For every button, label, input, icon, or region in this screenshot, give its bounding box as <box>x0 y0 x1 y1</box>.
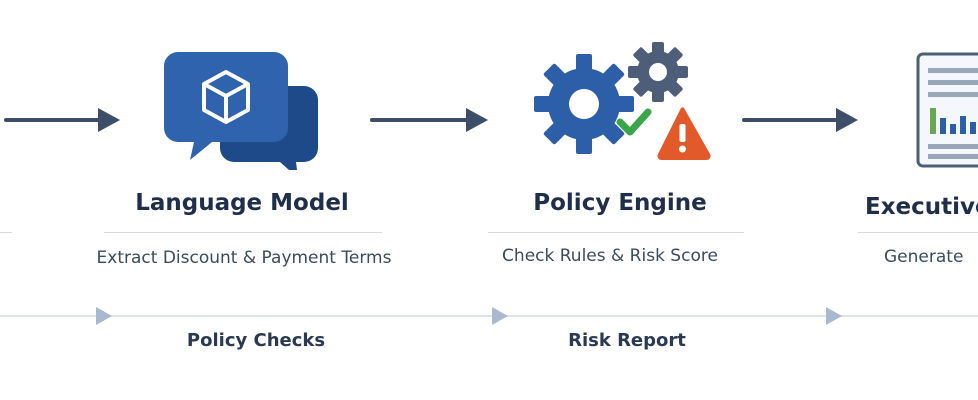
flow-label-policy-checks: Policy Checks <box>186 330 326 351</box>
divider <box>488 232 744 233</box>
flow-arrow-2 <box>370 107 488 133</box>
stage-subtitle-executive: Generate <box>884 247 964 267</box>
divider <box>858 232 978 233</box>
flow-marker <box>96 307 112 325</box>
gears-warning-icon <box>532 42 716 162</box>
divider <box>104 232 382 233</box>
bottom-flow-line <box>0 315 978 317</box>
flow-arrow-3 <box>742 107 858 133</box>
flow-marker <box>826 307 842 325</box>
stage-subtitle-policy-engine: Check Rules & Risk Score <box>502 246 718 266</box>
stage-title-policy-engine: Policy Engine <box>533 190 707 216</box>
chat-box-icon <box>164 48 322 178</box>
report-chart-icon <box>916 52 978 170</box>
stage-subtitle-language-model: Extract Discount & Payment Terms <box>96 248 392 268</box>
divider <box>0 232 12 233</box>
flow-label-risk-report: Risk Report <box>568 330 686 351</box>
flow-arrow-1 <box>4 107 120 133</box>
stage-title-language-model: Language Model <box>135 190 349 216</box>
stage-title-executive: Executive <box>865 194 978 220</box>
flow-marker <box>492 307 508 325</box>
